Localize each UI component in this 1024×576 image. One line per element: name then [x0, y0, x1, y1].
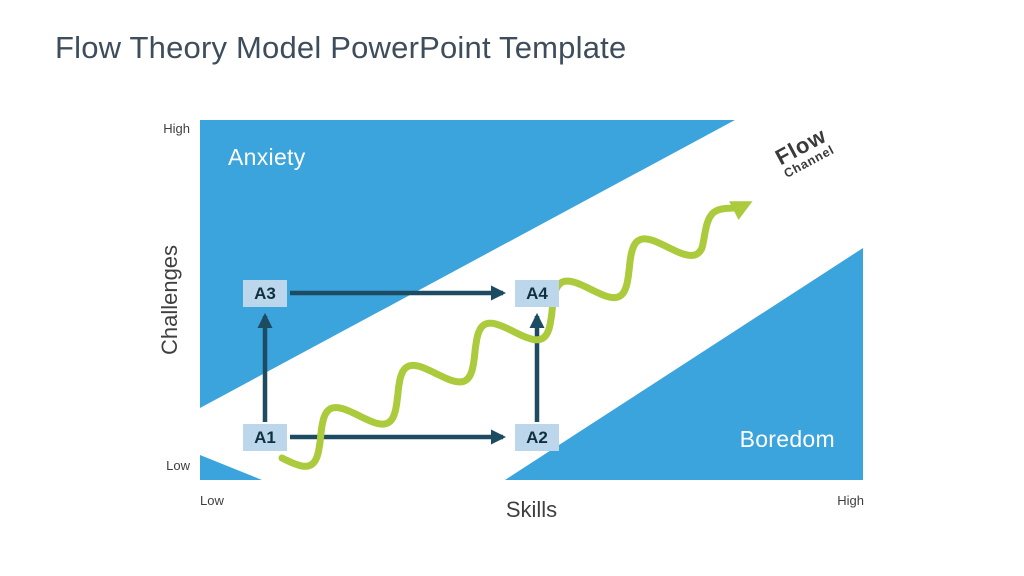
- x-axis-high-label: High: [837, 493, 864, 508]
- y-axis-high-label: High: [163, 121, 190, 136]
- x-axis-title: Skills: [505, 497, 558, 522]
- y-axis-low-label: Low: [166, 458, 190, 473]
- region-label-boredom: Boredom: [739, 426, 835, 452]
- flow-chart: Anxiety Boredom Flow Channel A1 A2 A3 A4: [200, 120, 863, 480]
- region-label-anxiety: Anxiety: [228, 144, 306, 170]
- node-a4: A4: [515, 280, 559, 307]
- y-axis-title: Challenges: [157, 244, 182, 356]
- page-title: Flow Theory Model PowerPoint Template: [55, 30, 627, 65]
- node-a3: A3: [243, 280, 287, 307]
- x-axis-low-label: Low: [200, 493, 224, 508]
- node-a1: A1: [243, 424, 287, 451]
- flow-wave-arrow: [278, 201, 753, 470]
- node-a2: A2: [515, 424, 559, 451]
